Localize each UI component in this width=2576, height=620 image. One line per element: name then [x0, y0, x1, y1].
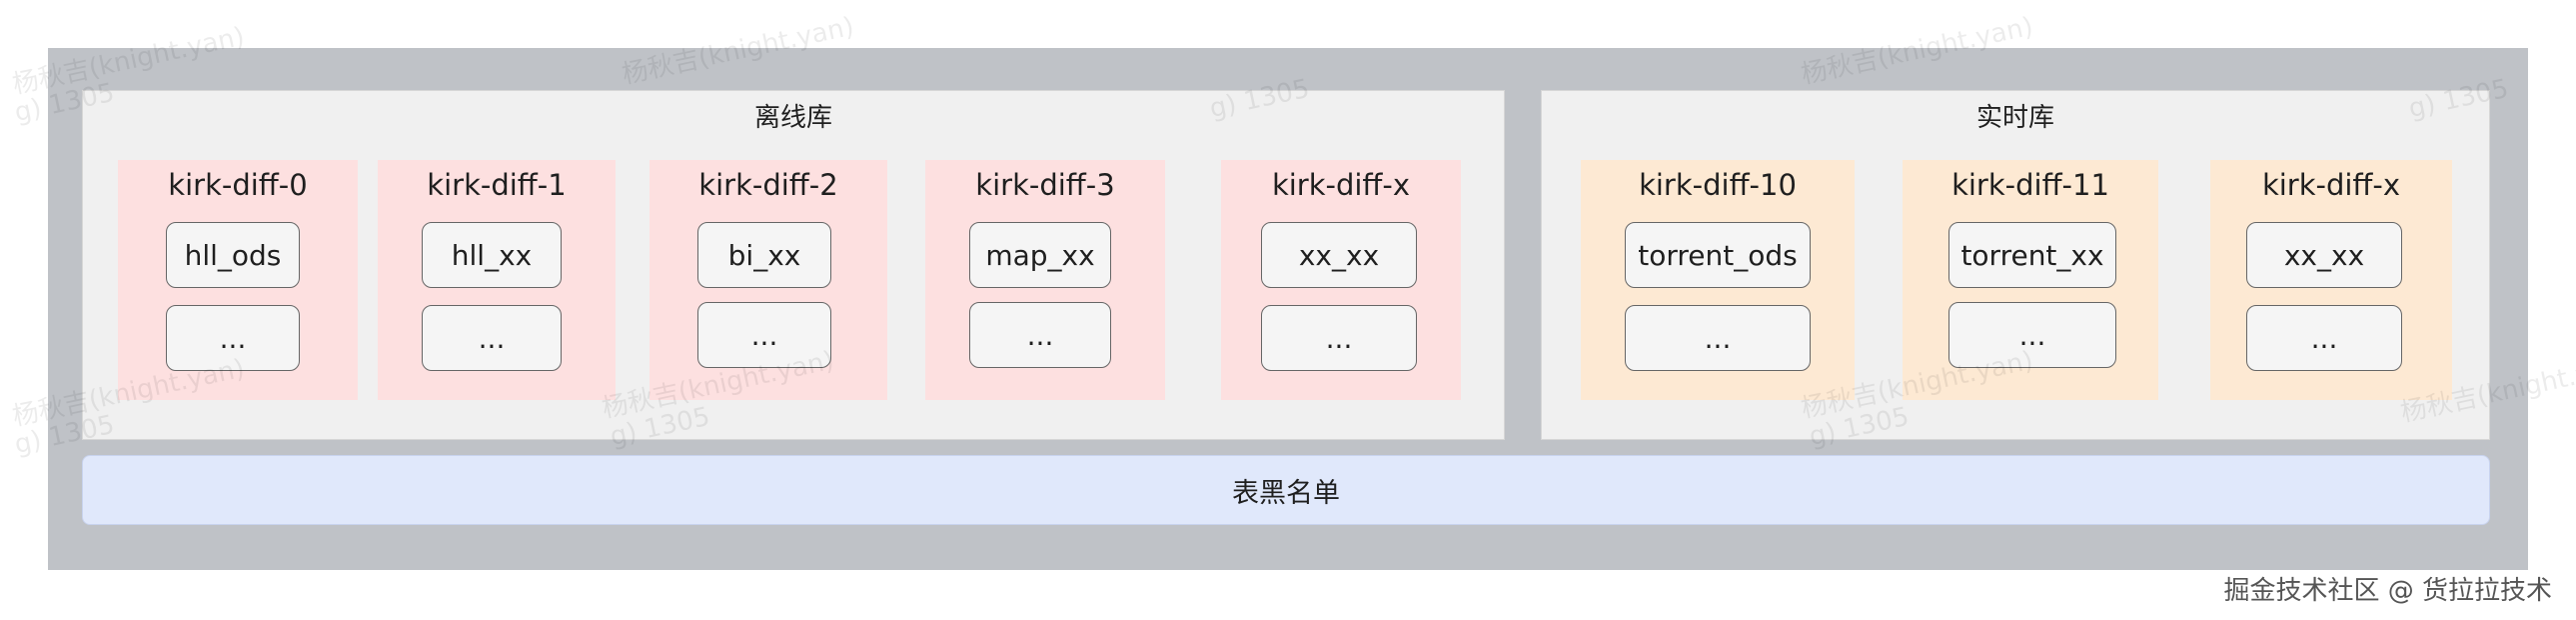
offline-panel-title: 离线库 [753, 103, 832, 133]
table-box-more: ... [2246, 305, 2402, 371]
shard-kirk-diff-x-realtime: kirk-diff-x xx_xx ... [2210, 160, 2452, 400]
table-box: hll_xx [422, 222, 562, 288]
shard-name: kirk-diff-1 [427, 168, 567, 202]
table-box-more: ... [1625, 305, 1811, 371]
table-box-more: ... [697, 302, 831, 368]
shard-name: kirk-diff-11 [1951, 168, 2109, 202]
table-box: torrent_xx [1948, 222, 2116, 288]
table-box: bi_xx [697, 222, 831, 288]
shard-name: kirk-diff-2 [698, 168, 838, 202]
shard-name: kirk-diff-3 [975, 168, 1115, 202]
shard-kirk-diff-11: kirk-diff-11 torrent_xx ... [1903, 160, 2158, 400]
shard-kirk-diff-x-offline: kirk-diff-x xx_xx ... [1221, 160, 1461, 400]
shard-kirk-diff-10: kirk-diff-10 torrent_ods ... [1581, 160, 1855, 400]
shard-kirk-diff-0: kirk-diff-0 hll_ods ... [118, 160, 358, 400]
table-box: map_xx [969, 222, 1111, 288]
table-box-more: ... [1948, 302, 2116, 368]
footer-attribution: 掘金技术社区 @ 货拉拉技术 [2223, 576, 2552, 606]
table-box-more: ... [422, 305, 562, 371]
shard-name: kirk-diff-10 [1639, 168, 1797, 202]
realtime-panel-title: 实时库 [1975, 103, 2054, 133]
shard-name: kirk-diff-x [1271, 168, 1411, 202]
table-box: xx_xx [1261, 222, 1417, 288]
table-blacklist-bar: 表黑名单 [82, 455, 2490, 525]
table-box: hll_ods [166, 222, 300, 288]
table-box-more: ... [969, 302, 1111, 368]
table-box-more: ... [1261, 305, 1417, 371]
shard-kirk-diff-3: kirk-diff-3 map_xx ... [925, 160, 1165, 400]
shard-name: kirk-diff-0 [168, 168, 308, 202]
table-box: xx_xx [2246, 222, 2402, 288]
shard-kirk-diff-2: kirk-diff-2 bi_xx ... [649, 160, 887, 400]
table-box-more: ... [166, 305, 300, 371]
shard-kirk-diff-1: kirk-diff-1 hll_xx ... [378, 160, 616, 400]
table-box: torrent_ods [1625, 222, 1811, 288]
shard-name: kirk-diff-x [2261, 168, 2401, 202]
